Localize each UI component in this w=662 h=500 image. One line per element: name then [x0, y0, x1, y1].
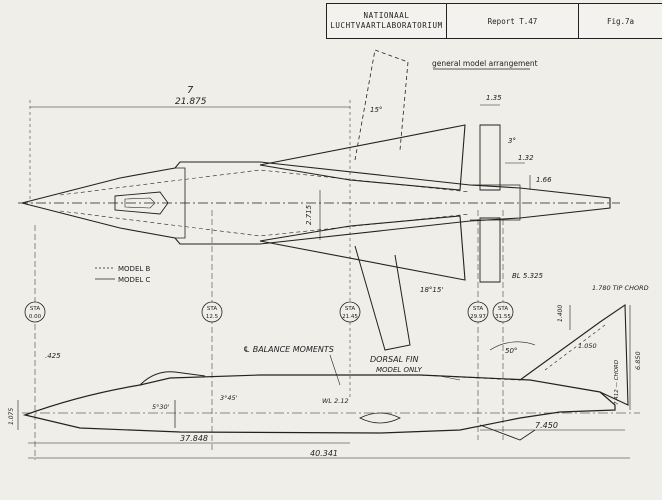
nose-angle-2: 3°45' [220, 394, 238, 402]
plan-fuselage [21, 161, 611, 245]
dim-7450-label: 7.450 [535, 421, 558, 430]
sta-3155-l2: 31.55 [495, 314, 511, 320]
side-fin-hinge [544, 324, 606, 371]
sta-2997-bubble [467, 301, 489, 323]
plan-canopy [114, 191, 169, 215]
dim-166-label: 1.66 [536, 176, 552, 184]
dim-425-label: .425 [45, 352, 61, 360]
sta-2145-l1: STA [345, 306, 355, 312]
side-fuselage [22, 374, 616, 434]
nose-angle-1: 5°30' [152, 403, 170, 411]
drawing-title: general model arrangement [432, 59, 538, 68]
dim-2715-label: 2.715 [305, 204, 313, 225]
side-view [17, 303, 640, 459]
plan-tail-lower [479, 217, 501, 283]
rudder-chord-label: 7.412 — CHORD [614, 360, 620, 405]
plan-view [18, 49, 620, 400]
tip-chord-label: 1.780 TIP CHORD [592, 284, 649, 292]
dim-21875: 21.875 [175, 97, 207, 107]
fin-sweep-label: 3° [508, 137, 516, 145]
model-only-label: MODEL ONLY [376, 366, 422, 374]
plan-nozzle [470, 184, 521, 221]
org-line-1: NATIONAAL [363, 11, 410, 20]
title-block-organization: NATIONAAL LUCHTVAARTLABORATORIUM [327, 4, 447, 38]
plan-intake [175, 167, 186, 239]
sta-000-l2: 0.00 [29, 314, 42, 320]
sta-2997-l1: STA [473, 306, 483, 312]
sta-125-bubble [201, 301, 223, 323]
title-block-figure: Fig.7a [606, 16, 635, 26]
dim-1050-label: 1.050 [578, 342, 597, 350]
balance-moments-label: ℄ BALANCE MOMENTS [243, 345, 334, 354]
dim-1400-label: 1.400 [557, 305, 564, 322]
dim-135-label: 1.35 [486, 94, 502, 102]
dim-6850-label: 6.850 [634, 351, 642, 370]
plan-hidden-line-bottom [59, 210, 471, 237]
sta-000-l1: STA [30, 306, 40, 312]
dim-40341-label: 40.341 [310, 449, 338, 458]
dim-mark: 7 [187, 85, 194, 96]
station-labels: STA 0.00 STA 12.5 STA 21.45 STA 29.97 ST… [29, 306, 511, 320]
org-line-2: LUCHTVAARTLABORATORIUM [330, 21, 443, 30]
sta-2145-l2: 21.45 [342, 314, 358, 320]
leader-dorsal [439, 375, 461, 381]
plan-canard-upper [354, 49, 409, 161]
sta-125-l2: 12.5 [206, 314, 219, 320]
dim-37848-label: 37.848 [180, 434, 208, 443]
sta-2997-l2: 29.97 [470, 314, 486, 320]
leader-balance [329, 354, 341, 386]
legend-model-b: MODEL B [118, 265, 150, 273]
plan-hidden-line-top [59, 169, 471, 196]
station-markers [24, 210, 514, 460]
sta-000-bubble [24, 301, 46, 323]
sta-3155-l1: STA [498, 306, 508, 312]
dim-1075-label: 1.075 [8, 408, 15, 425]
fin-angle-label: 50° [505, 347, 517, 355]
side-vertical-fin [519, 303, 629, 406]
plan-canopy-inner [124, 197, 156, 209]
sta-3155-bubble [492, 301, 514, 323]
plan-tail-upper [479, 124, 501, 191]
sta-125-l1: STA [207, 306, 217, 312]
dorsal-fin-label: DORSAL FIN [370, 355, 419, 364]
side-dorsal-fin [419, 374, 521, 381]
dihedral-label: 18°15' [420, 286, 443, 294]
title-block-report: Report T.47 [447, 4, 579, 38]
title-block: NATIONAAL LUCHTVAARTLABORATORIUM Report … [326, 3, 662, 39]
wl-label: WL 2.12 [322, 397, 349, 405]
sweep-angle-label: 15° [370, 106, 382, 114]
plan-wing-upper [259, 124, 466, 191]
legend-model-c: MODEL C [118, 276, 150, 284]
dim-132-label: 1.32 [518, 154, 534, 162]
sta-2145-bubble [339, 301, 361, 323]
bl-label: BL 5.325 [512, 272, 544, 280]
side-canopy [139, 371, 206, 386]
side-ventral [479, 424, 536, 441]
plan-canard-lower [354, 245, 411, 351]
fin-angle-arc [489, 341, 536, 351]
side-wing-pod [359, 412, 401, 424]
